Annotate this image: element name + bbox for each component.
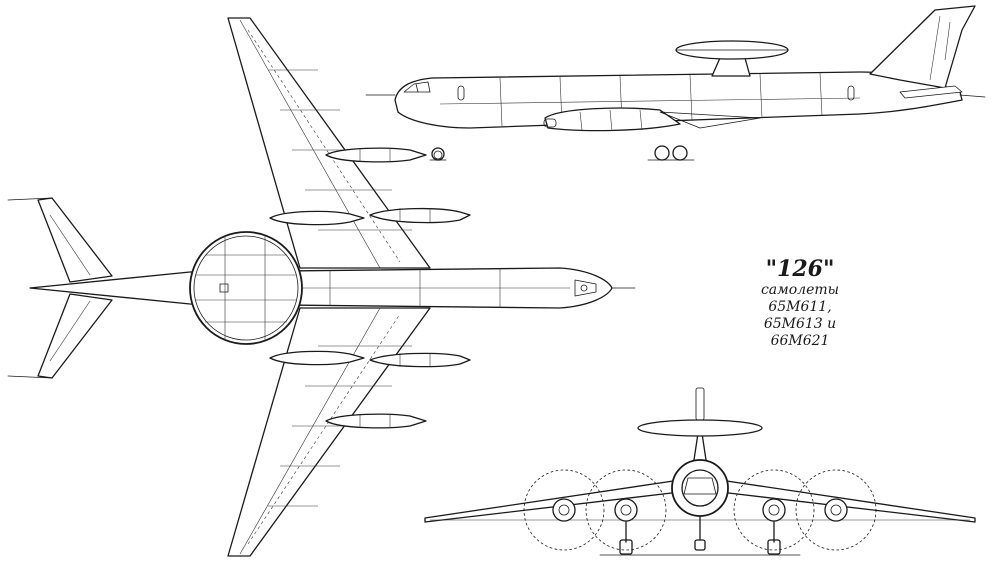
side-vertical-tail <box>869 5 976 89</box>
side-wing-root <box>659 111 761 129</box>
front-propeller-discs <box>523 469 877 551</box>
side-window <box>847 85 855 101</box>
front-fuselage <box>671 459 729 517</box>
caption-line: 65М611, <box>768 299 832 315</box>
side-nose-gear <box>429 147 447 161</box>
side-tail-probe <box>959 94 986 98</box>
top-tail-upper <box>37 197 113 283</box>
side-cockpit-glazing <box>403 81 431 93</box>
side-fuselage <box>394 71 963 129</box>
top-engine-nacelles <box>269 147 471 429</box>
side-window <box>457 85 465 101</box>
side-radome-pylon <box>711 57 751 77</box>
side-view <box>365 5 986 161</box>
top-cockpit <box>574 279 597 297</box>
top-wing-lower <box>227 307 431 557</box>
top-radome <box>189 231 303 345</box>
caption-line: самолеты <box>760 282 840 298</box>
front-radome <box>637 419 763 437</box>
caption-line: 65М613 и <box>763 316 837 332</box>
side-main-gear <box>647 145 695 161</box>
caption-line: 66М621 <box>770 333 830 349</box>
caption-title: "126" <box>765 256 835 282</box>
front-engines <box>552 498 848 522</box>
side-stabilizer <box>899 85 963 99</box>
top-tail-lower <box>37 293 113 379</box>
drawing-caption: "126" самолеты 65М611, 65М613 и 66М621 <box>730 256 870 350</box>
front-view <box>424 387 976 556</box>
side-engine-nacelle <box>544 107 681 132</box>
top-wing-upper <box>227 17 431 269</box>
top-view <box>7 17 636 557</box>
front-landing-gear <box>599 515 801 556</box>
